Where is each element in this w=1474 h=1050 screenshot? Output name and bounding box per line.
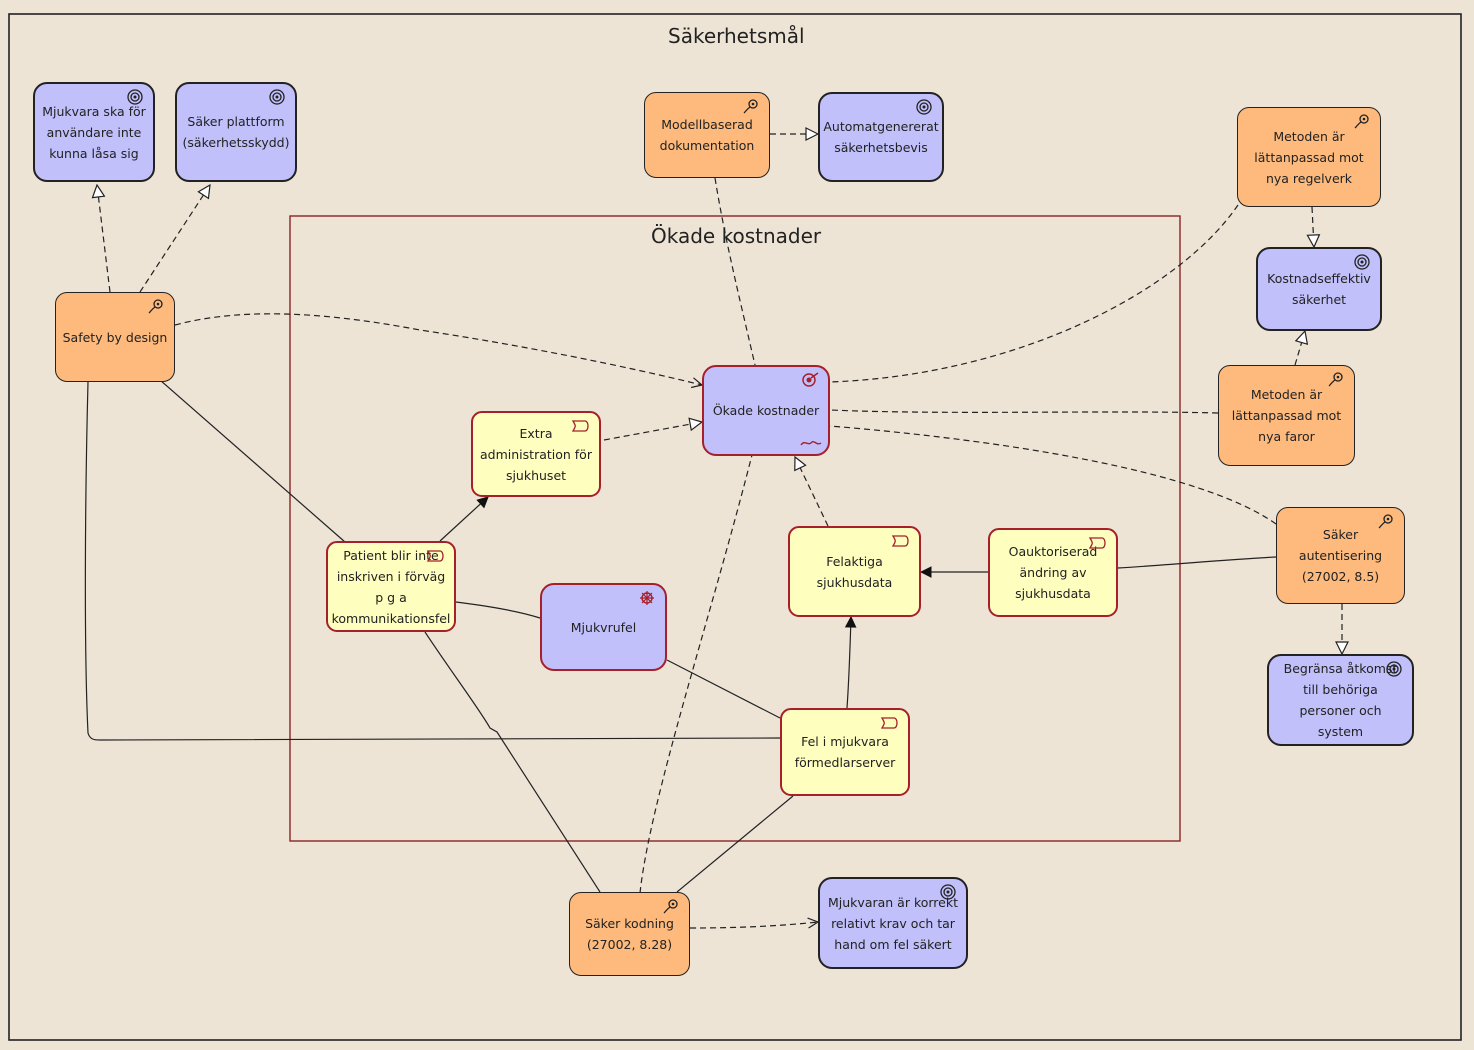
course-of-action-icon [1328,372,1343,387]
event-fel-mjukvara-label: Fel i mjukvara förmedlarserver [794,734,896,770]
edge-sbd-to-okade [174,313,702,385]
event-oauktoriserad[interactable]: Oauktoriserad ändring av sjukhusdata [988,528,1118,617]
course-saker-kodning-label: Säker kodning (27002, 8.28) [585,916,674,952]
inner-group-title: Ökade kostnader [651,224,822,248]
event-icon [1088,537,1106,549]
event-extra-admin[interactable]: Extra administration för sjukhuset [471,411,601,497]
edge-kodning-to-mjukvaran-korrekt [689,922,818,929]
event-felaktiga[interactable]: Felaktiga sjukhusdata [788,526,921,617]
goal-automatgenererat[interactable]: Automatgenererat säkerhetsbevis [818,92,944,182]
edge-fel-mjukvara-to-kodning [676,795,794,893]
course-safety-by-design-label: Safety by design [62,329,168,345]
goal-mjukvara-las[interactable]: Mjukvara ska för användare inte kunna lå… [33,82,155,182]
course-safety-by-design[interactable]: Safety by design [55,292,175,382]
edge-autentisering-to-oauktoriserad [1117,556,1277,569]
goal-mjukvaran-korrekt[interactable]: Mjukvaran är korrekt relativt krav och t… [818,877,968,969]
course-modellbaserad-label: Modellbaserad dokumentation [659,117,755,153]
edge-fel-mjukvara-to-felaktiga [847,617,851,709]
goal-begransa[interactable]: Begränsa åtkomst till behöriga personer … [1267,654,1414,746]
edge-metoden-faror-to-kostnadseffektiv [1294,331,1305,366]
event-patient-inskriven[interactable]: Patient blir inte inskriven i förväg p g… [326,541,456,632]
edge-patient-to-mjukvrufel [455,601,541,619]
event-icon [891,535,909,547]
outer-group-frame [8,13,1462,1041]
risk-mark-icon [800,440,822,446]
assessment-icon [802,372,819,387]
edge-sbd-to-saker-plattform [139,185,210,293]
goal-kostnadseffektiv[interactable]: Kostnadseffektiv säkerhet [1256,247,1382,331]
course-of-action-icon [1378,514,1393,529]
edge-mjukvrufel-to-fel-mjukvara [666,659,781,719]
event-icon [571,420,589,432]
edge-patient-to-kodning [424,631,601,893]
course-metoden-regelverk-label: Metoden är lättanpassad mot nya regelver… [1254,128,1364,186]
event-felaktiga-label: Felaktiga sjukhusdata [816,553,893,590]
course-metoden-regelverk[interactable]: Metoden är lättanpassad mot nya regelver… [1237,107,1381,207]
driver-mjukvrufel-label: Mjukvrufel [570,619,637,635]
driver-icon [640,591,654,605]
course-of-action-icon [1354,114,1369,129]
goal-mjukvara-las-label: Mjukvara ska för användare inte kunna lå… [42,103,146,161]
goal-saker-plattform[interactable]: Säker plattform (säkerhetsskydd) [175,82,297,182]
goal-icon [269,89,285,105]
event-icon [426,550,444,562]
goal-icon [1386,661,1402,677]
edge-modellbaserad-to-okade [714,177,756,366]
edge-sbd-to-patient [159,379,346,543]
course-metoden-faror-label: Metoden är lättanpassad mot nya faror [1231,387,1342,444]
goal-icon [127,89,143,105]
goal-icon [1354,254,1370,270]
course-of-action-icon [743,99,758,114]
event-fel-mjukvara[interactable]: Fel i mjukvara förmedlarserver [780,708,910,796]
edge-metoden-faror-to-okade [829,409,1219,414]
course-metoden-faror[interactable]: Metoden är lättanpassad mot nya faror [1218,365,1355,466]
edge-sbd-to-fel-mjukvara [84,381,781,741]
course-of-action-icon [148,299,163,314]
inner-group-frame [289,215,1181,842]
goal-mjukvaran-korrekt-label: Mjukvaran är korrekt relativt krav och t… [828,894,958,952]
course-of-action-icon [663,899,678,914]
goal-saker-plattform-label: Säker plattform (säkerhetsskydd) [182,114,290,150]
course-saker-autentisering[interactable]: Säker autentisering (27002, 8.5) [1276,507,1405,604]
edge-autentisering-to-okade [829,425,1277,525]
edge-sbd-to-mjukvara-las [97,185,111,293]
edge-extra-to-okade [603,422,702,441]
assessment-okade-kostnader[interactable]: Ökade kostnader [702,365,830,456]
edge-metoden-regelverk-to-kostnadseffektiv [1312,206,1314,247]
assessment-okade-kostnader-label: Ökade kostnader [712,403,820,418]
course-modellbaserad[interactable]: Modellbaserad dokumentation [644,92,770,178]
course-saker-autentisering-label: Säker autentisering (27002, 8.5) [1298,527,1383,584]
event-icon [880,717,898,729]
goal-kostnadseffektiv-label: Kostnadseffektiv säkerhet [1267,271,1371,307]
edge-felaktiga-to-okade [795,457,829,527]
goal-icon [916,99,932,115]
outer-group-title: Säkerhetsmål [668,24,805,48]
edge-patient-to-extra [439,497,488,542]
course-saker-kodning[interactable]: Säker kodning (27002, 8.28) [569,892,690,976]
driver-mjukvrufel[interactable]: Mjukvrufel [540,583,667,671]
edge-kodning-to-okade [639,454,753,894]
goal-automatgenererat-label: Automatgenererat säkerhetsbevis [823,119,939,155]
goal-icon [940,884,956,900]
edge-metoden-regelverk-to-okade [829,204,1239,383]
